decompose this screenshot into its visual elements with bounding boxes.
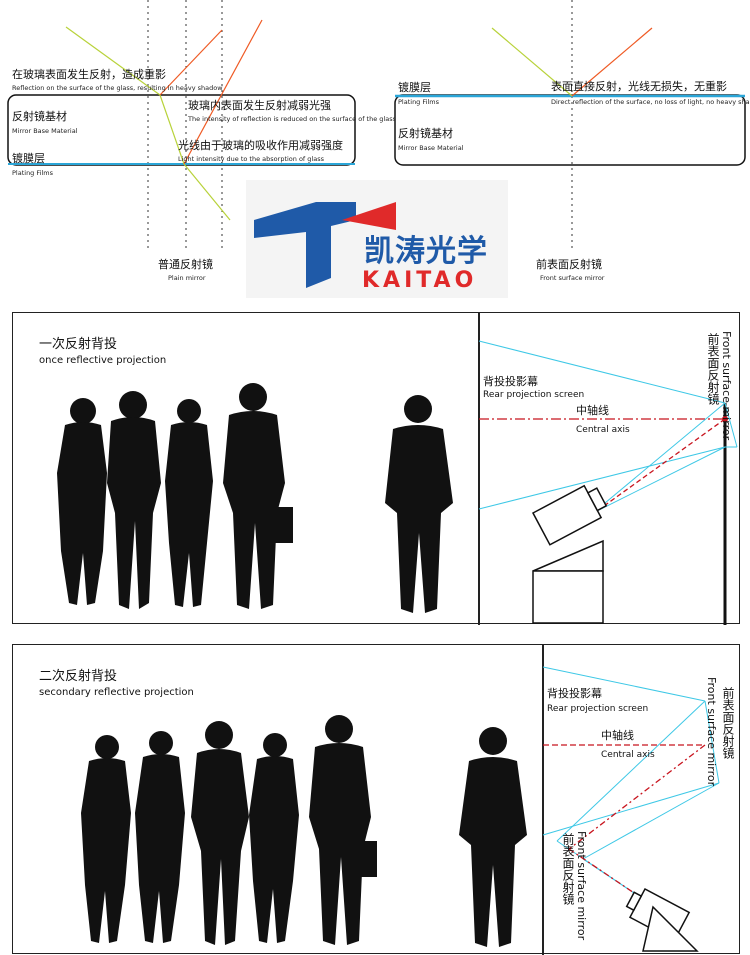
- plain-absorb-en: Light intensity due to the absorption of…: [178, 155, 324, 163]
- kaitao-logo-en: KAITAO: [362, 268, 478, 293]
- ray-orange-inner: [183, 19, 263, 165]
- ray-green-in-front: [491, 27, 573, 97]
- ray-cyan: [542, 666, 706, 702]
- ray-cyan: [582, 782, 720, 860]
- panel-secondary-reflective: 二次反射背投 secondary reflective projection 背…: [12, 644, 740, 955]
- plain-inner-reflect-cn: 玻璃内表面发生反射减弱光强: [188, 99, 331, 112]
- panel2-mirror-bottom-cn: 前表面反射镜: [561, 833, 575, 905]
- ray-cyan: [478, 340, 726, 404]
- people-silhouettes: [57, 383, 453, 613]
- panel1-title-cn: 一次反射背投: [39, 337, 118, 352]
- plain-base-en: Mirror Base Material: [12, 127, 78, 135]
- panel1-screen-cn: 背投投影幕: [483, 375, 538, 388]
- ray-cyan: [542, 782, 720, 836]
- kaitao-logo-mark: [254, 202, 396, 288]
- panel2-title-en: secondary reflective projection: [39, 687, 194, 698]
- front-base-en: Mirror Base Material: [398, 144, 464, 152]
- ray-orange-surface: [159, 29, 223, 96]
- top-diagram-graphics: [7, 0, 746, 250]
- ray-cyan: [724, 402, 738, 448]
- panel1-axis-cn: 中轴线: [576, 404, 609, 417]
- ray-red-dashed: [596, 418, 726, 512]
- panel2-title-cn: 二次反射背投: [39, 669, 118, 684]
- panel2-axis-cn: 中轴线: [601, 729, 634, 742]
- plain-reflect-surface-en: Reflection on the surface of the glass, …: [12, 84, 223, 92]
- projector-stand: [532, 570, 604, 624]
- plain-reflect-surface-cn: 在玻璃表面发生反射，造成重影: [12, 68, 166, 81]
- plain-base-cn: 反射镜基材: [12, 110, 67, 123]
- ray-red-dashed: [568, 744, 706, 850]
- front-film-en: Plating Films: [398, 98, 439, 106]
- plain-film-en: Plating Films: [12, 169, 53, 177]
- plain-film-cn: 镀膜层: [12, 152, 45, 165]
- plain-inner-reflect-en: The intensity of reflection is reduced o…: [188, 115, 396, 123]
- ray-green-in: [65, 26, 161, 96]
- panel2-screen-cn: 背投投影幕: [547, 687, 602, 700]
- front-caption-cn: 前表面反射镜: [536, 258, 602, 271]
- front-caption-en: Front surface mirror: [540, 274, 605, 282]
- ray-red-dashed: [568, 848, 644, 900]
- plain-absorb-cn: 光线由于玻璃的吸收作用减弱强度: [178, 139, 343, 152]
- top-diagram: 在玻璃表面发生反射，造成重影 Reflection on the surface…: [0, 0, 750, 300]
- panel1-screen-en: Rear projection screen: [483, 390, 585, 400]
- plain-caption-en: Plain mirror: [168, 274, 206, 282]
- front-base-cn: 反射镜基材: [398, 127, 453, 140]
- panel2-mirror-top-cn: 前表面反射镜: [721, 687, 735, 759]
- ray-cyan: [478, 446, 726, 510]
- projector: [531, 484, 608, 546]
- people-silhouettes: [81, 715, 527, 947]
- front-direct-cn: 表面直接反射，光线无损失，无重影: [551, 80, 727, 93]
- axis-point: [722, 416, 728, 422]
- kaitao-logo-cn: 凯涛光学: [364, 234, 488, 269]
- ray-cyan: [556, 700, 706, 842]
- panel-once-reflective: 一次反射背投 once reflective projection 背投投影幕 …: [12, 312, 740, 625]
- ray-green-through: [159, 94, 185, 165]
- front-film-cn: 镀膜层: [398, 81, 431, 94]
- projector-stand: [642, 905, 699, 952]
- panel2-screen-en: Rear projection screen: [547, 704, 649, 714]
- panel1-title-en: once reflective projection: [39, 355, 167, 366]
- panel1-mirror-en: Front surface mirror: [720, 331, 733, 441]
- panel2-mirror-bottom-en: Front surface mirror: [575, 831, 588, 941]
- panel2-graphics: [81, 645, 720, 955]
- ray-cyan: [704, 700, 720, 784]
- panel1-axis-en: Central axis: [576, 425, 630, 435]
- ray-orange-out-front: [571, 27, 653, 97]
- projector-stand-top: [532, 539, 604, 572]
- ray-green-down: [183, 163, 231, 221]
- ray-cyan: [592, 446, 726, 514]
- panel1-graphics: [57, 313, 738, 625]
- kaitao-logo: 凯涛光学 KAITAO: [246, 180, 508, 298]
- ray-cyan: [592, 402, 726, 514]
- panel2-mirror-top-en: Front surface mirror: [705, 677, 718, 787]
- plain-caption-cn: 普通反射镜: [158, 258, 213, 271]
- front-direct-en: Direct reflection of the surface, no los…: [551, 98, 750, 106]
- panel2-axis-en: Central axis: [601, 750, 655, 760]
- panel1-mirror-cn: 前表面反射镜: [706, 333, 720, 405]
